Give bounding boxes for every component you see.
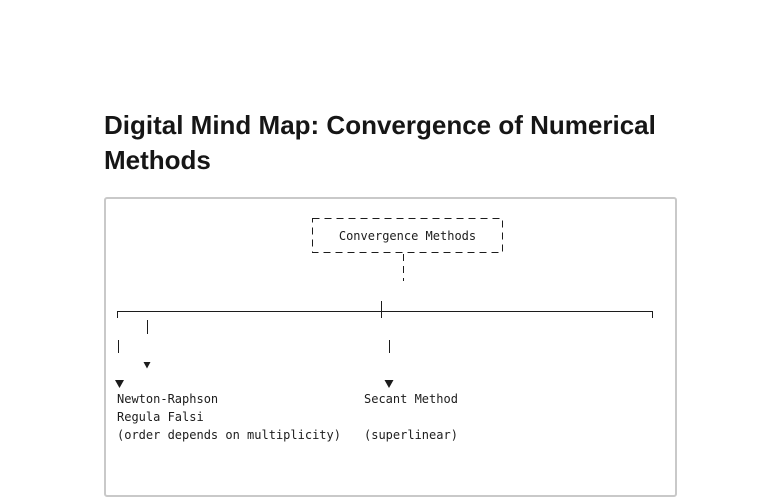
right-branch-label-2: (superlinear) — [364, 428, 458, 442]
down-arrow-small-icon — [143, 362, 151, 369]
down-arrow-right-icon — [384, 380, 394, 388]
left-branch-label-3: (order depends on multiplicity) — [117, 428, 341, 442]
left-branch-label-2: Regula Falsi — [117, 410, 204, 424]
page-title: Digital Mind Map: Convergence of Numeric… — [104, 110, 656, 175]
root-node-label: Convergence Methods — [338, 228, 477, 243]
right-branch-label-1: Secant Method — [364, 392, 458, 406]
mindmap-panel: Convergence Methods Newton-Raphson Regul… — [104, 197, 677, 497]
root-node-box — [312, 218, 503, 253]
left-branch-label-1: Newton-Raphson — [117, 392, 219, 406]
down-arrow-left-icon — [115, 380, 124, 388]
mindmap-canvas — [115, 218, 653, 388]
